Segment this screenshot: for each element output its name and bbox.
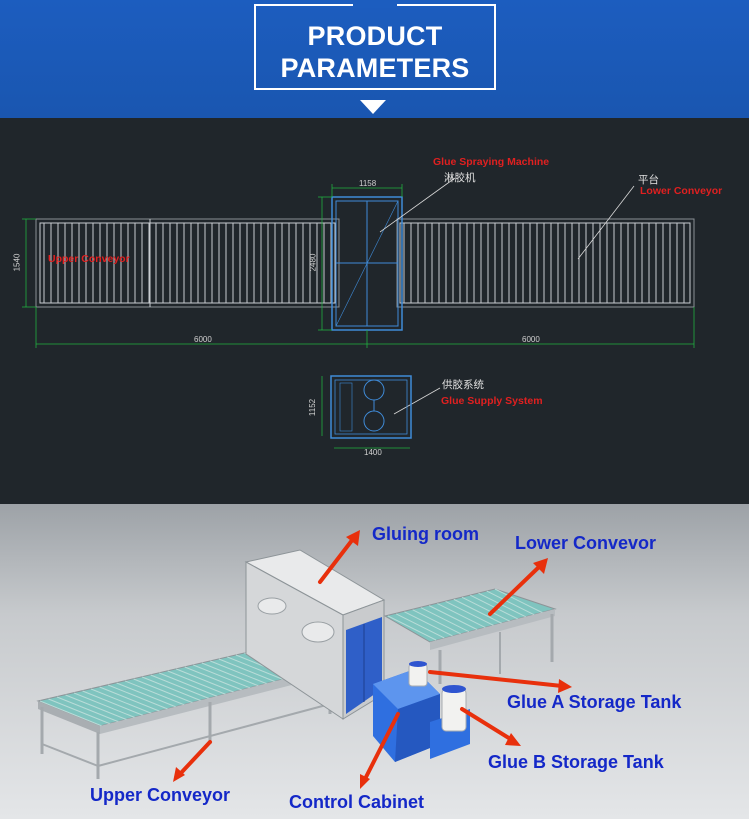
glue-supply-label: Glue Supply System — [441, 395, 543, 407]
dim-right-length: 6000 — [522, 335, 540, 344]
gluing-room-3d — [244, 549, 386, 720]
upper-conveyor-label: Upper Conveyor — [90, 785, 231, 805]
dim-machine-height: 2480 — [308, 253, 318, 272]
glue-a-tank-label: Glue A Storage Tank — [507, 692, 682, 712]
render-illustration — [36, 530, 572, 789]
title-line-1: PRODUCT — [307, 21, 443, 51]
upper-conveyor-plan — [35, 218, 340, 308]
leader-lines — [379, 177, 635, 415]
gluing-room-label: Gluing room — [372, 524, 479, 544]
dim-supply-height: 1152 — [308, 398, 318, 417]
callout-arrows — [173, 530, 572, 789]
lower-conveyor-cad-label: Lower Conveyor — [640, 185, 723, 197]
machine-render: Gluing room Lower Convevor Glue A Storag… — [0, 504, 749, 819]
lower-conveyor-plan — [396, 218, 695, 308]
platform-cn-label: 平台 — [638, 174, 659, 186]
dimension-lines — [22, 184, 695, 449]
page-title: PRODUCT PARAMETERS — [256, 20, 494, 84]
glue-b-tank-label: Glue B Storage Tank — [488, 752, 664, 772]
glue-tanks-3d — [408, 661, 467, 732]
upper-conveyor-3d — [36, 646, 337, 779]
cad-lines — [22, 177, 695, 449]
cad-drawing: Glue Spraying Machine 淋胶机 平台 Lower Conve… — [0, 118, 749, 504]
glue-supply-plan — [330, 375, 412, 439]
dim-conveyor-height: 1540 — [12, 253, 22, 272]
glue-machine-plan — [331, 196, 403, 331]
lower-conveyor-3d — [383, 588, 557, 684]
glue-supply-cn-label: 供胶系统 — [442, 379, 484, 391]
glue-spraying-label: Glue Spraying Machine — [433, 156, 550, 168]
upper-conveyor-cad-label: Upper Conveyor — [48, 253, 130, 265]
title-frame: PRODUCT PARAMETERS — [254, 2, 496, 90]
title-line-2: PARAMETERS — [280, 53, 470, 83]
dim-left-length: 6000 — [194, 335, 212, 344]
down-arrow-icon — [360, 100, 386, 114]
header-banner: PRODUCT PARAMETERS — [0, 0, 749, 118]
glue-spraying-cn-label: 淋胶机 — [444, 172, 476, 184]
dim-supply-width: 1400 — [364, 448, 382, 457]
lower-conveyor-label: Lower Convevor — [515, 533, 657, 553]
dim-machine-width: 1158 — [359, 179, 377, 188]
control-cabinet-label: Control Cabinet — [289, 792, 424, 812]
